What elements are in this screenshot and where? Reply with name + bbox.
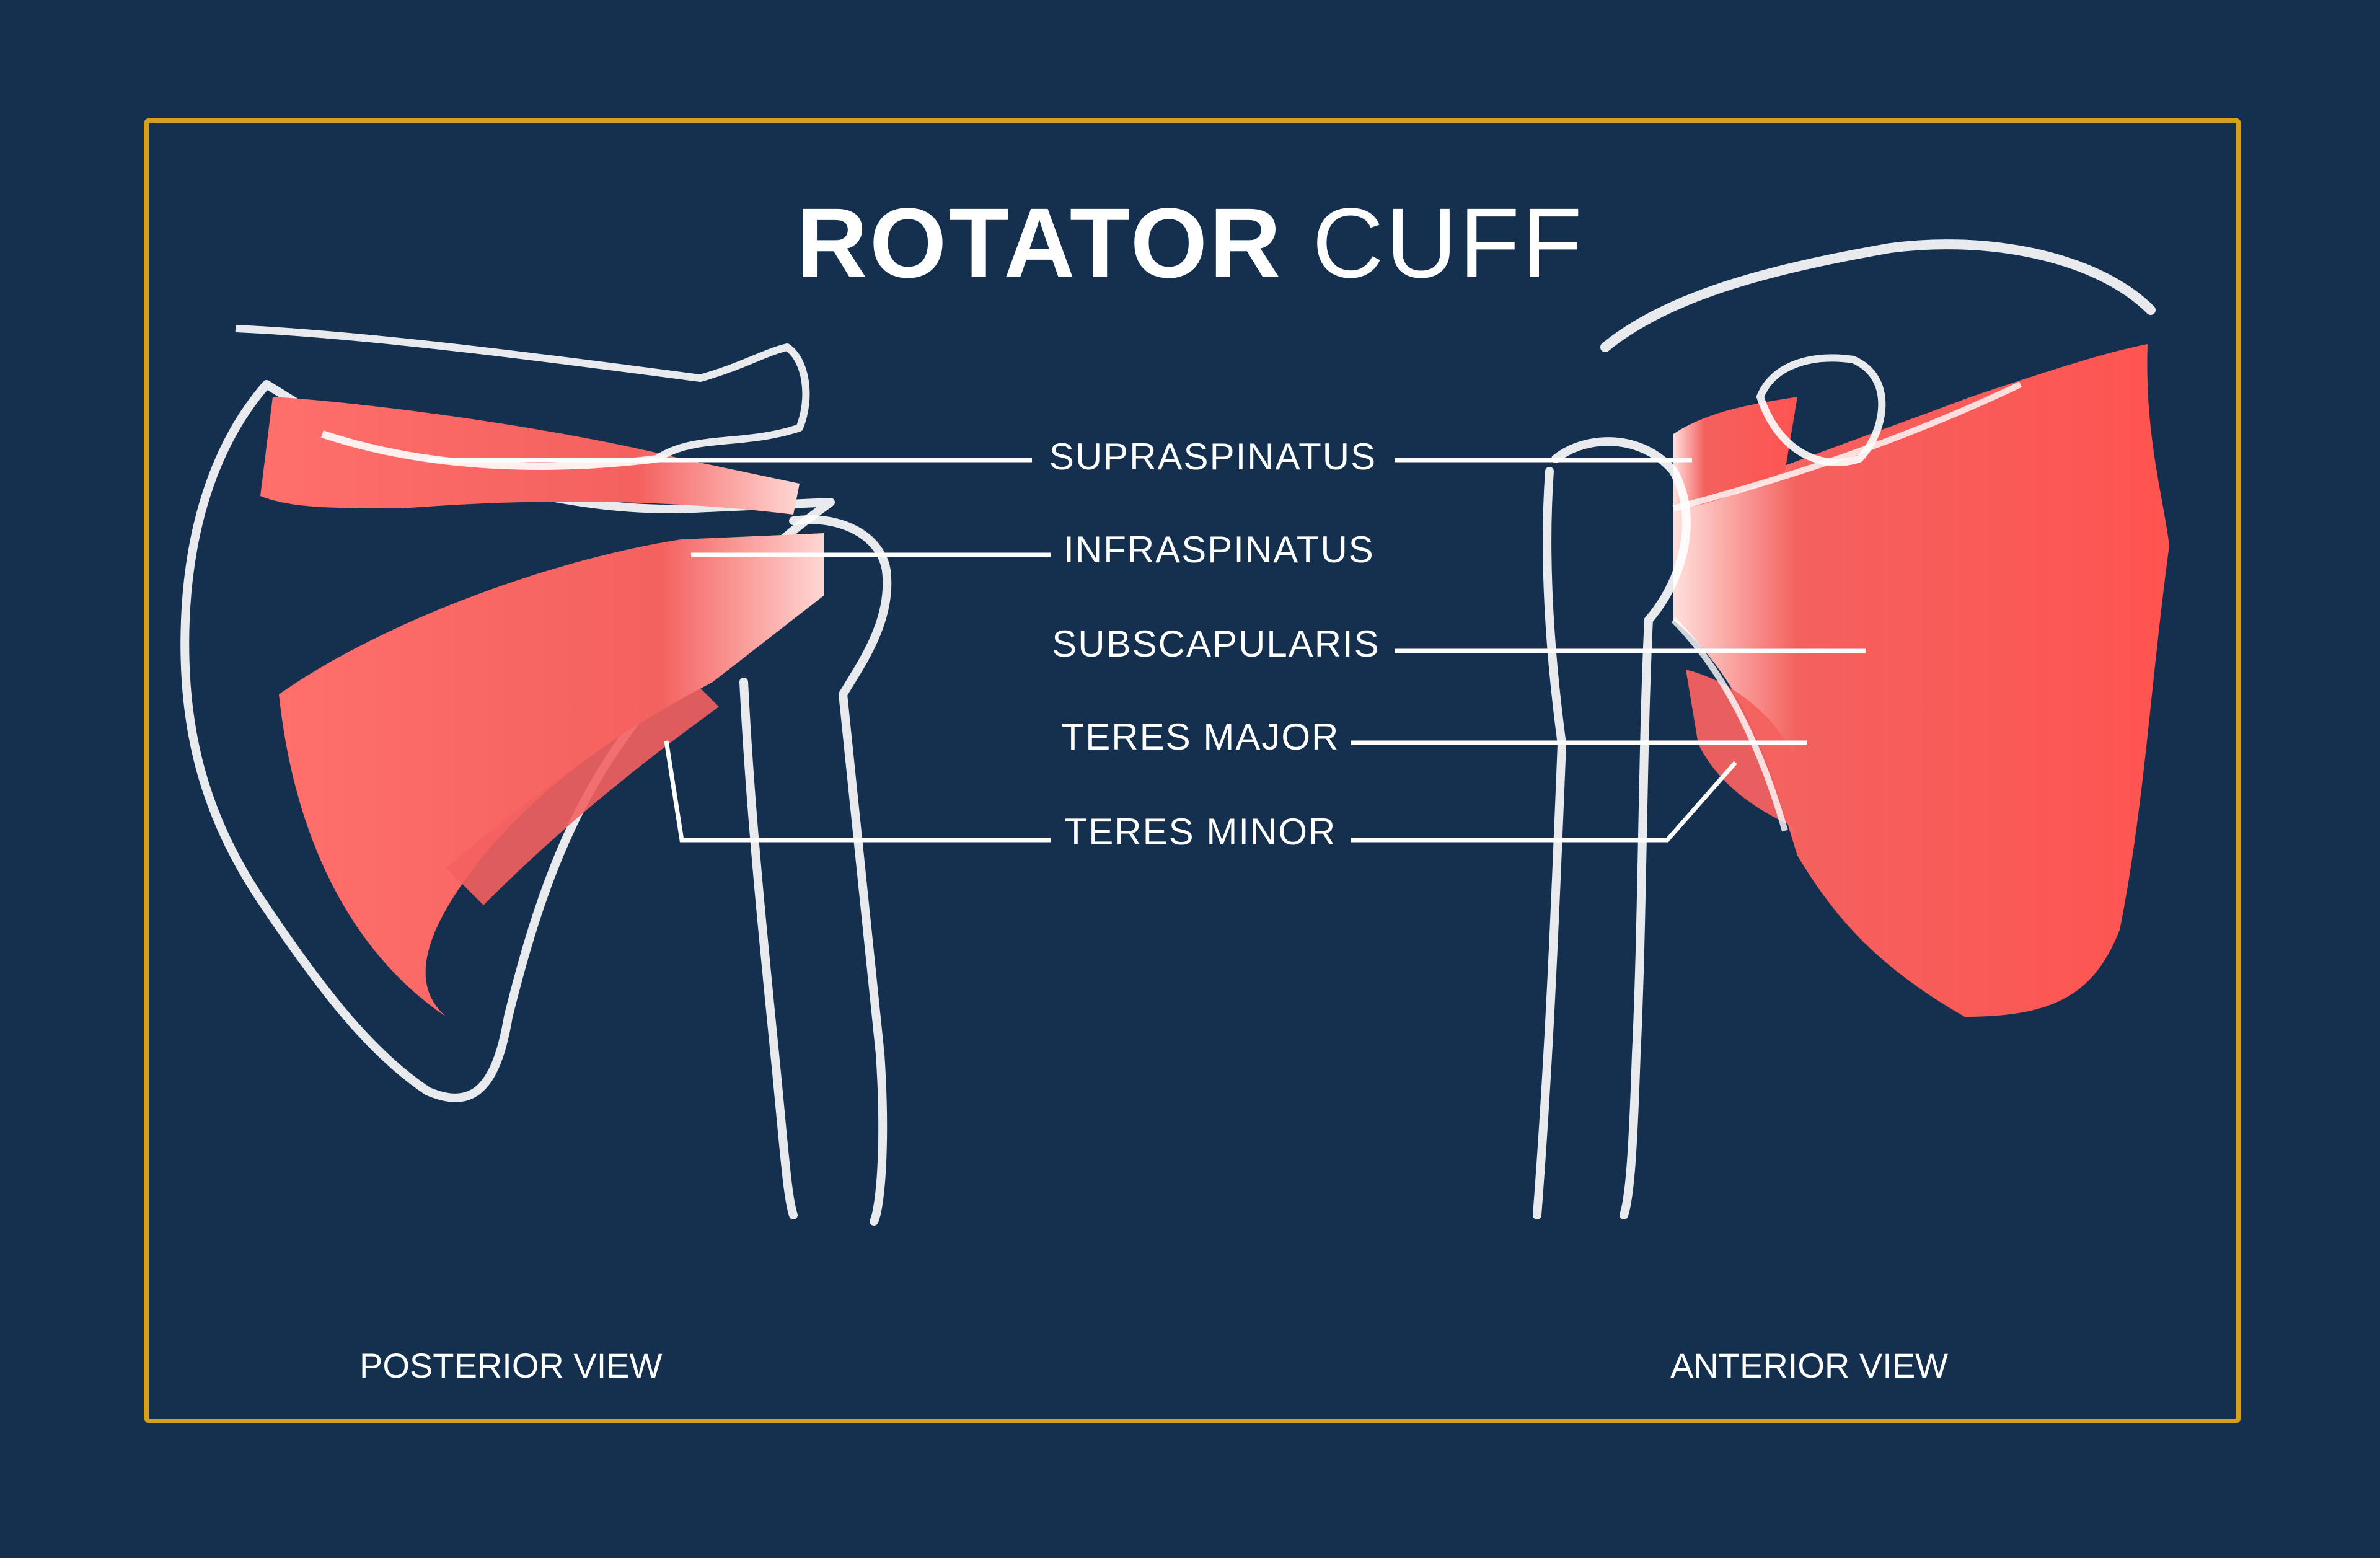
anterior-clavicle — [1605, 244, 2151, 347]
label-supraspinatus: SUPRASPINATUS — [1015, 435, 1411, 478]
posterior-shoulder — [185, 329, 1051, 1221]
label-teres-minor: TERES MINOR — [1002, 810, 1399, 853]
label-infraspinatus: INFRASPINATUS — [1021, 528, 1417, 571]
anterior-view-caption: ANTERIOR VIEW — [1670, 1345, 1948, 1386]
label-teres-major: TERES MAJOR — [1002, 715, 1399, 758]
supraspinatus-muscle — [260, 397, 800, 515]
infraspinatus-muscle — [279, 533, 824, 1017]
posterior-view-caption: POSTERIOR VIEW — [359, 1345, 663, 1386]
label-subscapularis: SUBSCAPULARIS — [1018, 622, 1414, 665]
anterior-shoulder — [1351, 244, 2169, 1215]
anterior-humerus — [1537, 441, 1686, 1215]
